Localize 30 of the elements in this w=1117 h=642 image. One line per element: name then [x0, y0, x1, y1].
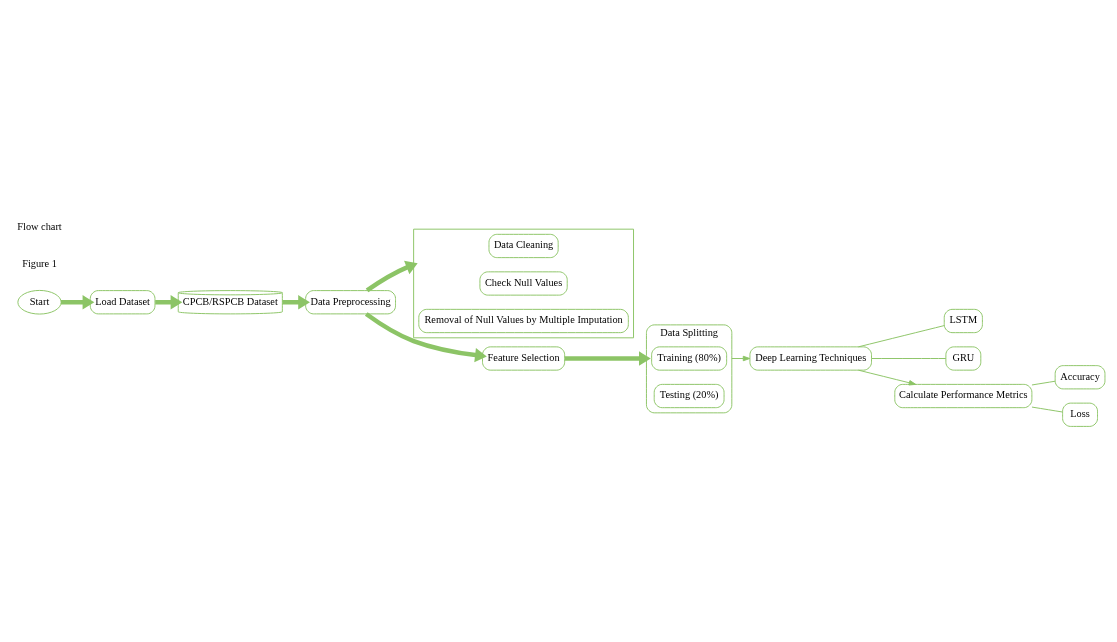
node-box: Testing (20%) [653, 383, 725, 409]
node-box: Load Dataset [89, 290, 156, 315]
node-box: LSTM [943, 308, 983, 334]
node-ellipse: Start [17, 289, 62, 315]
arrow [364, 312, 487, 363]
arrow [564, 351, 651, 366]
label: Flow chart [17, 220, 62, 232]
node-box: Deep Learning Techniques [749, 346, 872, 371]
node-box: Accuracy [1054, 365, 1106, 390]
label: Figure 1 [22, 258, 57, 270]
arrow [857, 369, 917, 386]
cluster [413, 228, 634, 339]
node-box: Loss [1062, 402, 1098, 427]
arrow [365, 260, 418, 293]
arrow [731, 355, 751, 362]
node-box: Calculate Performance Metrics [894, 383, 1033, 409]
node-box: GRU [945, 346, 982, 371]
connector [871, 358, 947, 359]
node-box: Data Cleaning [488, 233, 559, 259]
node-box: Feature Selection [482, 346, 566, 371]
connector [1031, 380, 1056, 386]
arrow [282, 295, 310, 310]
arrow [61, 295, 95, 310]
node-box: Check Null Values [479, 271, 568, 296]
node-box: Removal of Null Values by Multiple Imputation [418, 308, 629, 334]
connector [1031, 406, 1064, 413]
node-box: Data Preprocessing [305, 290, 396, 315]
arrow [155, 295, 183, 310]
connector [857, 325, 945, 348]
node-box: Training (80%) [651, 346, 728, 371]
